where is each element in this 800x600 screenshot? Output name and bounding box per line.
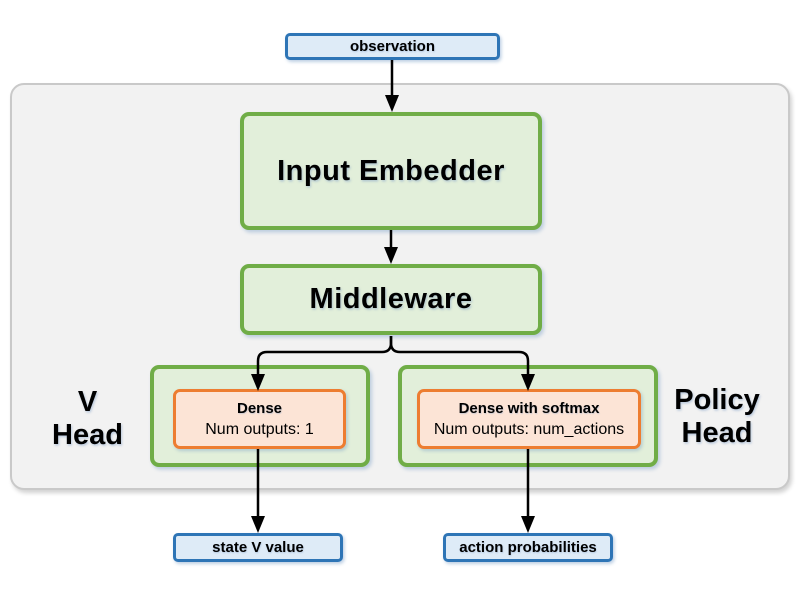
- v-dense-title: Dense: [236, 399, 283, 417]
- policy-head-label-line1: Policy: [674, 384, 760, 416]
- policy-dense-title: Dense with softmax: [458, 399, 600, 417]
- policy-head-label-line2: Head: [681, 417, 753, 449]
- policy-dense-subtitle: Num outputs: num_actions: [433, 420, 625, 438]
- action-probabilities-label: action probabilities: [459, 539, 597, 556]
- observation-node: observation: [285, 33, 500, 60]
- middleware-label: Middleware: [309, 283, 473, 315]
- v-dense-node: Dense Num outputs: 1: [173, 389, 346, 449]
- v-head-label-line2: Head: [52, 419, 123, 451]
- input-embedder-label: Input Embedder: [277, 154, 505, 187]
- state-v-value-node: state V value: [173, 533, 343, 562]
- policy-head-label: Policy Head: [662, 384, 772, 450]
- policy-dense-node: Dense with softmax Num outputs: num_acti…: [417, 389, 641, 449]
- middleware-node: Middleware: [240, 264, 542, 335]
- observation-label: observation: [349, 38, 436, 55]
- action-probabilities-node: action probabilities: [443, 533, 613, 562]
- v-head-label: V Head: [30, 386, 145, 452]
- v-head-label-line1: V: [77, 386, 98, 418]
- v-dense-subtitle: Num outputs: 1: [205, 420, 314, 438]
- input-embedder-node: Input Embedder: [240, 112, 542, 230]
- state-v-value-label: state V value: [212, 539, 304, 556]
